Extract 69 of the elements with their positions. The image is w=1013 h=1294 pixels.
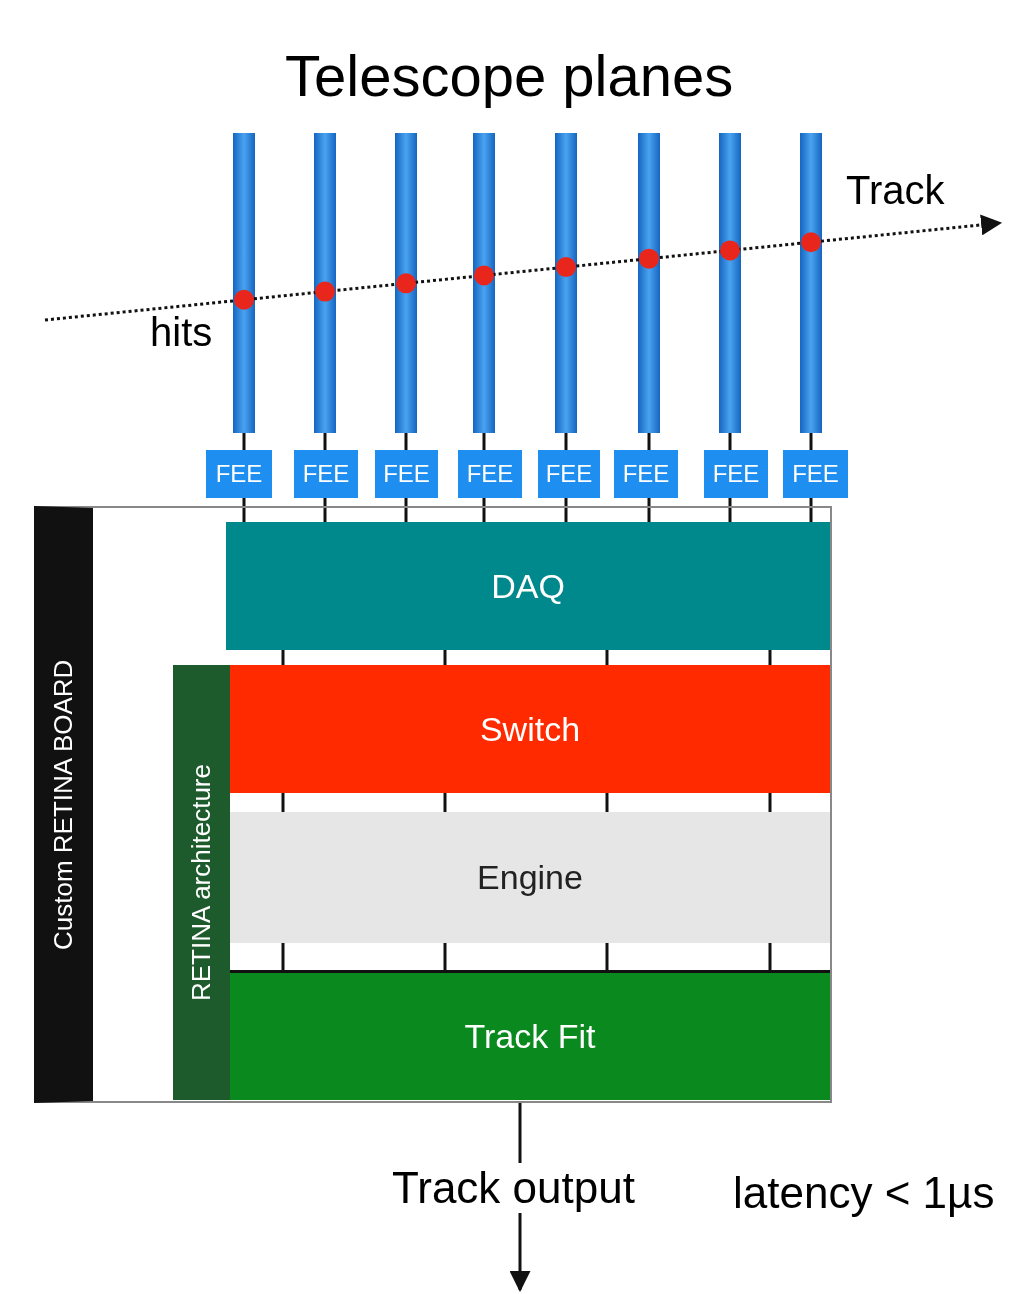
connector — [281, 650, 285, 665]
connector — [242, 433, 246, 450]
fee-box — [538, 450, 600, 498]
node-label: FEE — [545, 460, 593, 488]
connector — [404, 498, 408, 522]
edge-label: Track output — [390, 1163, 637, 1213]
connector — [482, 498, 486, 522]
fee-box — [458, 450, 522, 498]
connector — [443, 650, 447, 665]
track-fit-block — [230, 970, 830, 1100]
telescope-plane — [395, 133, 417, 433]
node-label: DAQ — [491, 566, 565, 606]
connector — [728, 498, 732, 522]
connector — [647, 433, 651, 450]
connector — [605, 943, 609, 970]
text-label: hits — [150, 310, 213, 355]
telescope-plane — [555, 133, 577, 433]
connector — [647, 498, 651, 522]
engine-block — [230, 812, 830, 943]
connector — [768, 793, 772, 812]
switch-block — [230, 665, 830, 793]
board-outline — [34, 506, 832, 1103]
node-label: Engine — [477, 858, 583, 897]
connector — [728, 433, 732, 450]
connector — [482, 433, 486, 450]
fee-box — [206, 450, 272, 498]
fee-box — [783, 450, 848, 498]
connector — [323, 498, 327, 522]
architecture-group — [173, 665, 830, 1100]
telescope-plane — [473, 133, 495, 433]
node-label: Track Fit — [464, 1017, 596, 1056]
node-label: RETINA architecture — [185, 763, 217, 1003]
node-label: FEE — [712, 460, 760, 488]
node-label: Custom RETINA BOARD — [47, 658, 79, 952]
node-label: FEE — [466, 460, 514, 488]
daq-block — [226, 522, 830, 650]
fee-box — [704, 450, 768, 498]
telescope-plane — [314, 133, 336, 433]
connector — [281, 793, 285, 812]
connector — [323, 433, 327, 450]
connector — [768, 943, 772, 970]
node-label: FEE — [622, 460, 670, 488]
connector — [242, 498, 246, 522]
connector — [564, 433, 568, 450]
connector — [809, 498, 813, 522]
text-label: latency < 1µs — [733, 1168, 995, 1218]
connector — [443, 793, 447, 812]
title: Telescope planes — [285, 42, 734, 109]
connector — [605, 650, 609, 665]
node-label: Switch — [479, 709, 581, 749]
connector — [809, 433, 813, 450]
telescope-plane — [638, 133, 660, 433]
connector — [768, 650, 772, 665]
telescope-plane — [233, 133, 255, 433]
node-label: FEE — [383, 460, 430, 488]
text-label: Track — [846, 168, 945, 213]
fee-box — [294, 450, 358, 498]
fee-box — [614, 450, 678, 498]
node-label: FEE — [215, 460, 263, 488]
connector — [281, 943, 285, 970]
telescope-plane — [719, 133, 741, 433]
connector — [404, 433, 408, 450]
telescope-plane — [800, 133, 822, 433]
node-label: FEE — [792, 460, 839, 488]
connector — [605, 793, 609, 812]
node-label: FEE — [302, 460, 350, 488]
fee-box — [375, 450, 438, 498]
connector — [564, 498, 568, 522]
connector — [443, 943, 447, 970]
